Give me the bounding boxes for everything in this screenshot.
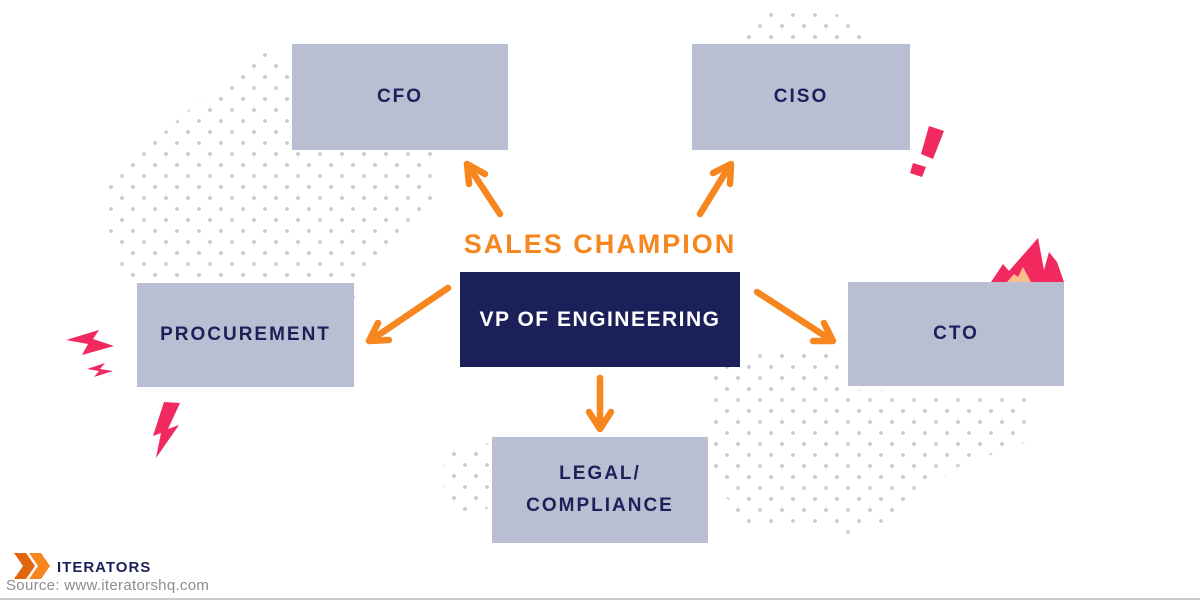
role-label-cto: CTO bbox=[933, 323, 979, 344]
lightning-bolt-vertical-icon bbox=[153, 402, 180, 458]
diagram-title: SALES CHAMPION bbox=[463, 229, 737, 259]
role-box-cfo: CFO bbox=[292, 44, 508, 150]
exclamation-icon bbox=[910, 126, 944, 177]
arrow-to-cfo-icon bbox=[463, 160, 504, 218]
arrow-to-cto-icon bbox=[753, 288, 837, 345]
role-label-legal-line1: LEGAL/ bbox=[559, 462, 641, 484]
center-role-box: VP OF ENGINEERING bbox=[460, 272, 740, 367]
bottom-divider bbox=[0, 598, 1200, 600]
brand-name: ITERATORS bbox=[57, 559, 152, 576]
role-label-legal-line2: COMPLIANCE bbox=[526, 495, 674, 516]
dots-left-of-legal bbox=[443, 443, 496, 525]
role-label-ciso: CISO bbox=[773, 86, 829, 107]
lightning-bolt-icon bbox=[66, 330, 114, 355]
role-box-cto: CTO bbox=[848, 282, 1064, 386]
role-box-ciso: CISO bbox=[692, 44, 910, 150]
source-text: Source: www.iteratorshq.com bbox=[6, 577, 210, 594]
center-role-label: VP OF ENGINEERING bbox=[479, 307, 721, 331]
flame-icon bbox=[991, 238, 1064, 282]
role-box-legal: LEGAL/ COMPLIANCE bbox=[492, 437, 708, 543]
role-label-procurement: PROCUREMENT bbox=[160, 324, 331, 345]
arrow-to-procurement-icon bbox=[365, 284, 452, 345]
role-label-legal: LEGAL/ COMPLIANCE bbox=[526, 458, 674, 523]
arrow-to-ciso-icon bbox=[696, 160, 735, 218]
role-box-procurement: PROCUREMENT bbox=[137, 283, 354, 387]
lightning-bolt-small-icon bbox=[87, 363, 113, 377]
role-label-cfo: CFO bbox=[376, 86, 424, 107]
dots-above-ciso bbox=[738, 4, 866, 48]
arrow-to-legal-icon bbox=[585, 374, 615, 433]
brand-logo-icon bbox=[14, 553, 50, 579]
